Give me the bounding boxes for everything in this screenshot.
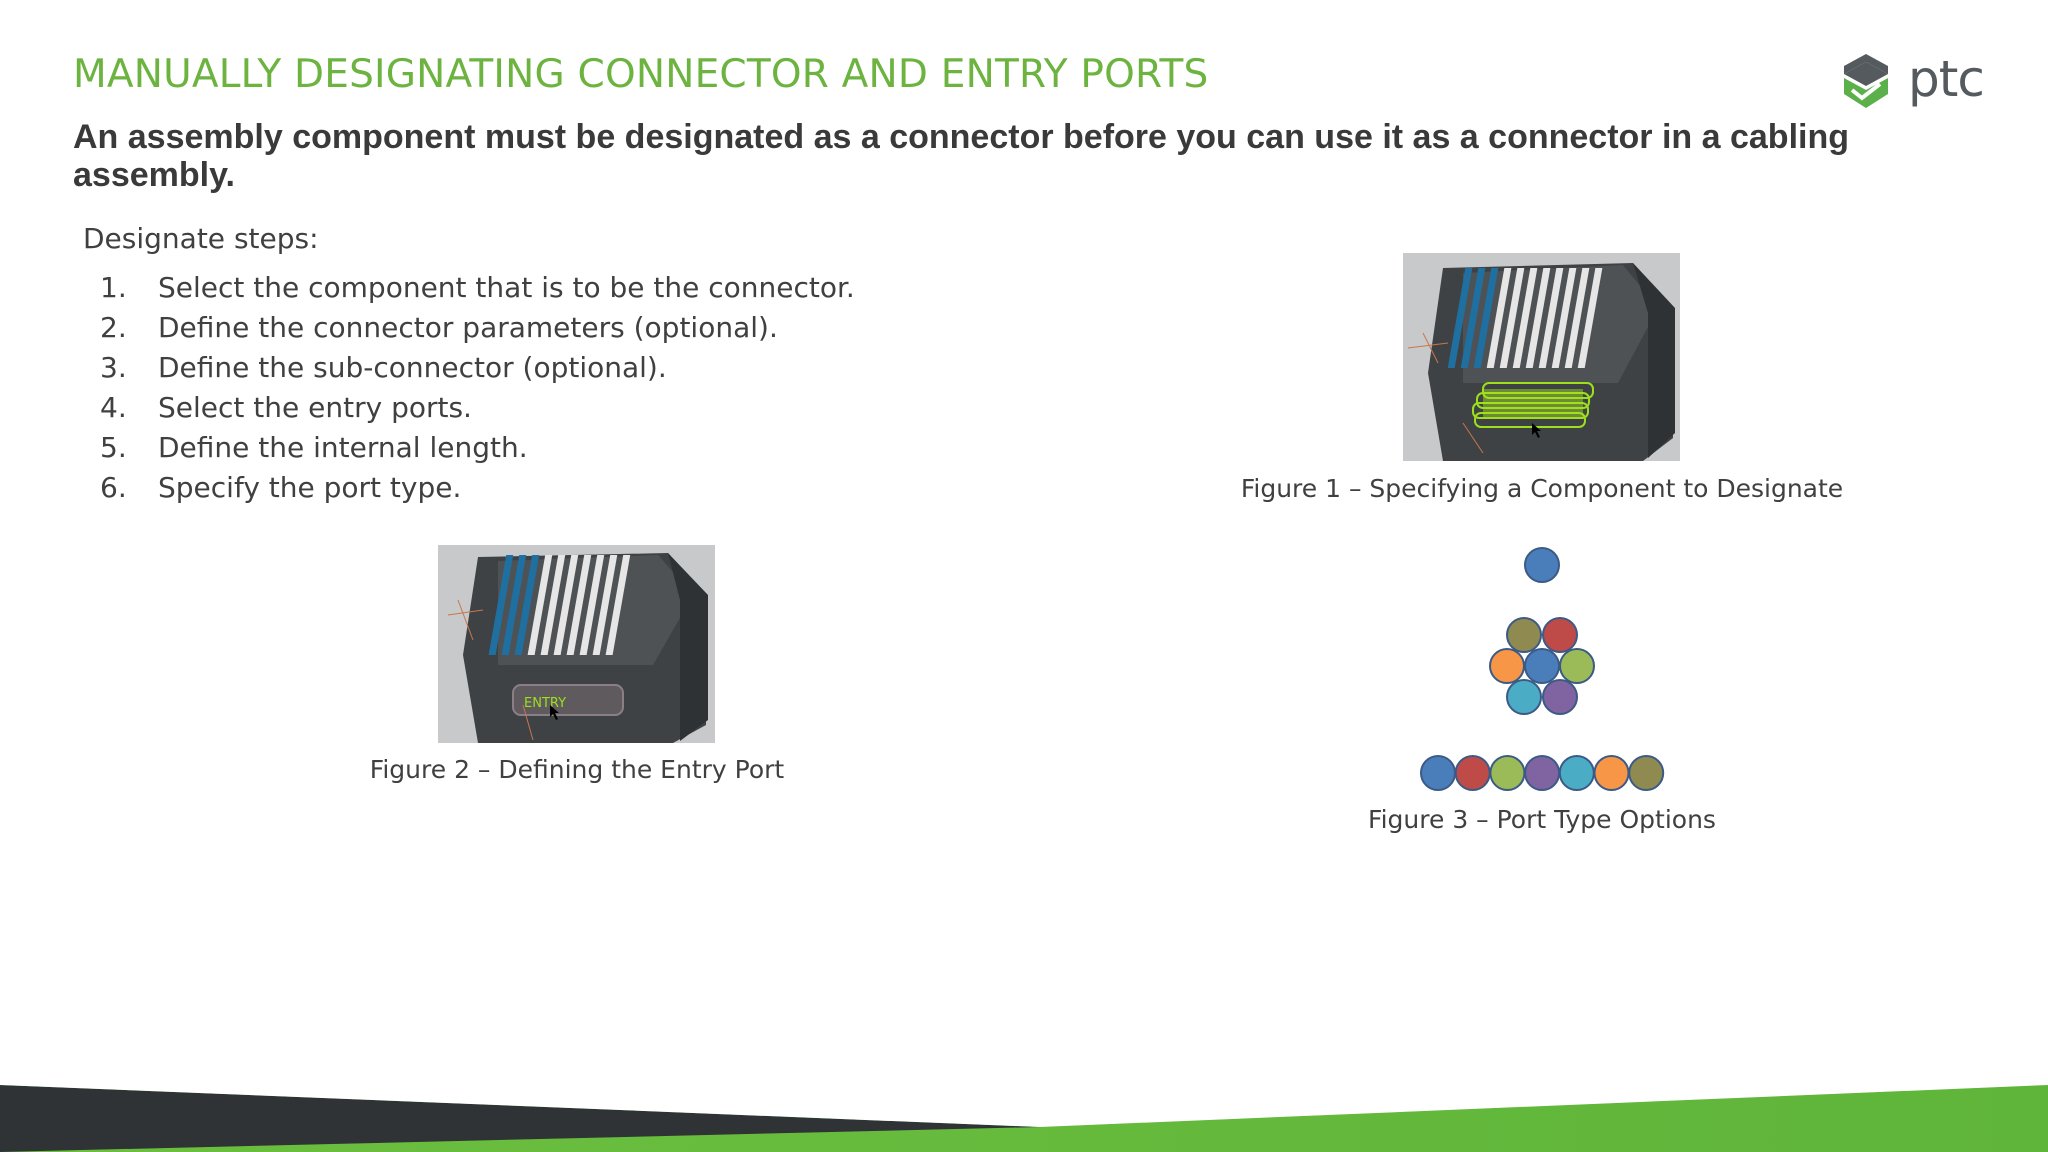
port-circle — [1542, 617, 1578, 653]
slide-title: MANUALLY DESIGNATING CONNECTOR AND ENTRY… — [73, 52, 1209, 97]
steps-list: 1.Select the component that is to be the… — [100, 268, 855, 508]
step-item: 5.Define the internal length. — [100, 431, 528, 464]
port-circle — [1454, 755, 1491, 791]
step-item: 4.Select the entry ports. — [100, 391, 472, 424]
port-circle — [1524, 755, 1561, 791]
port-circle — [1542, 679, 1578, 715]
port-circle — [1524, 547, 1560, 583]
step-item: 6.Specify the port type. — [100, 471, 462, 504]
port-circle — [1489, 755, 1526, 791]
footer-band — [0, 1080, 2048, 1152]
step-item: 2.Define the connector parameters (optio… — [100, 311, 778, 344]
figure-1-caption: Figure 1 – Specifying a Component to Des… — [1240, 474, 1844, 503]
port-circle — [1506, 617, 1542, 653]
port-circle — [1558, 755, 1595, 791]
figure-1-image — [1403, 253, 1680, 461]
port-circle — [1559, 648, 1595, 684]
port-circle — [1420, 755, 1456, 791]
ptc-logo: ptc — [1838, 50, 1990, 110]
ptc-logo-text: ptc — [1908, 50, 1985, 108]
figure-2-caption: Figure 2 – Defining the Entry Port — [369, 755, 785, 784]
figure-2-image: ENTRY — [438, 545, 715, 743]
port-circle — [1524, 648, 1560, 684]
ptc-logo-icon — [1844, 54, 1888, 108]
port-circle — [1489, 648, 1525, 684]
figure-3-caption: Figure 3 – Port Type Options — [1368, 805, 1716, 834]
step-item: 3.Define the sub-connector (optional). — [100, 351, 667, 384]
steps-heading: Designate steps: — [83, 222, 319, 255]
entry-label: ENTRY — [524, 696, 566, 711]
figure-3-port-options — [1420, 547, 1665, 791]
port-circle — [1628, 755, 1665, 791]
step-item: 1.Select the component that is to be the… — [100, 271, 855, 304]
port-circle — [1506, 679, 1542, 715]
port-circle — [1593, 755, 1630, 791]
slide-subtitle: An assembly component must be designated… — [73, 118, 1850, 194]
